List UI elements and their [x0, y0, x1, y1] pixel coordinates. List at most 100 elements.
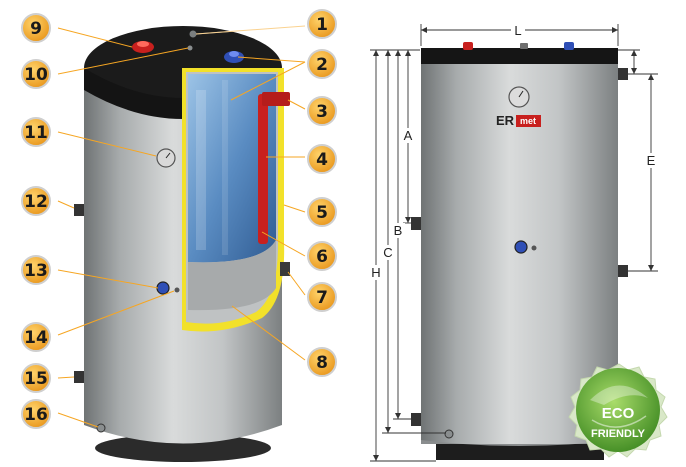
leader-10	[57, 47, 189, 75]
callout-2: 2	[307, 49, 337, 79]
callout-13-label: 13	[24, 261, 48, 281]
dim-label-c: C	[383, 245, 392, 260]
dimension-arrows	[373, 27, 654, 461]
arrow-a-top	[405, 50, 411, 56]
thermometer-needle	[165, 152, 171, 159]
dim-drain-icon	[444, 429, 454, 439]
water-reflection	[196, 90, 206, 250]
leader-6	[261, 231, 306, 257]
leader-16	[57, 412, 99, 428]
dim-label-b: B	[394, 223, 403, 238]
callout-3-label: 3	[316, 102, 328, 122]
bottom-dish	[188, 240, 276, 311]
dim-tank-bottom-edge	[421, 440, 618, 446]
callout-16-label: 16	[24, 405, 48, 425]
callout-10: 10	[21, 59, 51, 89]
callout-6-label: 6	[316, 247, 328, 267]
arrow-offset-bottom	[631, 68, 637, 74]
callout-14: 14	[21, 322, 51, 352]
water-reflection-2	[222, 80, 228, 255]
arrow-l-left	[421, 27, 427, 33]
heating-element	[258, 94, 268, 244]
tank-base	[95, 434, 271, 462]
callout-6: 6	[307, 241, 337, 271]
leader-12	[57, 200, 75, 209]
leader-15	[57, 376, 75, 379]
brand-suffix-bg	[516, 115, 541, 127]
callout-3: 3	[307, 96, 337, 126]
side-connection-12	[74, 204, 84, 216]
dimension-labels: L A B C H E	[369, 22, 658, 280]
callout-5: 5	[307, 197, 337, 227]
leader-14	[57, 290, 175, 336]
eco-badge-disc	[576, 368, 660, 452]
dim-hot-port-icon	[463, 42, 473, 50]
callout-9: 9	[21, 13, 51, 43]
eco-line1: ECO	[602, 405, 635, 422]
leader-lines	[57, 25, 306, 428]
arrow-l-right	[612, 27, 618, 33]
label-b-bg	[391, 223, 405, 238]
callout-8: 8	[307, 347, 337, 377]
anode-port-icon	[189, 30, 197, 38]
eco-leaf-swoosh-icon	[590, 385, 648, 405]
brand-suffix: met	[520, 116, 536, 126]
cutaway-tank	[74, 26, 290, 462]
leader-9	[57, 27, 133, 48]
label-a-bg	[401, 128, 415, 143]
eco-line2: FRIENDLY	[591, 428, 646, 440]
callout-4: 4	[307, 144, 337, 174]
leader-13	[57, 269, 159, 289]
callout-11-label: 11	[24, 123, 48, 143]
leader-2a	[237, 56, 306, 63]
callout-4-label: 4	[316, 150, 328, 170]
dim-tank-top-cap	[421, 48, 618, 64]
dim-cold-port-icon	[564, 42, 574, 50]
leader-2b	[230, 61, 306, 101]
callout-7-label: 7	[316, 288, 328, 308]
arrow-c-top	[385, 50, 391, 56]
water-volume	[188, 74, 276, 263]
leader-7	[287, 271, 306, 296]
dim-side-nozzle-top	[618, 68, 628, 80]
flange-bolt-icon	[174, 287, 180, 293]
dim-label-e: E	[647, 153, 656, 168]
arrow-offset-top	[631, 50, 637, 56]
callout-2-label: 2	[316, 55, 328, 75]
arrow-c-bottom	[385, 427, 391, 433]
eco-swoosh-line	[591, 415, 647, 428]
arrow-e-bottom	[648, 265, 654, 271]
drain-valve-icon	[96, 423, 106, 433]
label-l-bg	[511, 22, 525, 37]
callout-12-label: 12	[24, 192, 48, 212]
leader-8	[231, 305, 306, 361]
callout-15: 15	[21, 363, 51, 393]
leader-1-tint	[195, 25, 306, 35]
callout-7: 7	[307, 282, 337, 312]
dim-flange-bolt-icon	[531, 245, 537, 251]
dim-side-nozzle-right	[618, 265, 628, 277]
arrow-e-top	[648, 74, 654, 80]
callout-9-label: 9	[30, 19, 42, 39]
leader-11	[57, 131, 157, 157]
side-connection-right	[280, 262, 290, 276]
heater-flange	[262, 92, 290, 106]
callout-15-label: 15	[24, 369, 48, 389]
brand-prefix: ER	[496, 113, 515, 128]
dimension-lines	[370, 24, 658, 462]
dim-flange-icon	[514, 240, 528, 254]
callout-13: 13	[21, 255, 51, 285]
callout-14-label: 14	[24, 328, 48, 348]
dim-side-nozzle-a	[411, 217, 421, 230]
dim-center-port-icon	[520, 43, 528, 49]
eco-friendly-badge: ECO FRIENDLY	[568, 363, 668, 458]
label-h-bg	[369, 265, 383, 280]
arrow-h-bottom	[373, 455, 379, 461]
cold-port-highlight	[229, 51, 239, 57]
arrow-b-top	[395, 50, 401, 56]
dim-thermometer-needle	[518, 90, 524, 98]
callout-8-label: 8	[316, 353, 328, 373]
dim-side-nozzle-bottom	[411, 413, 421, 426]
callout-badges: 1 2 3 4 5 6 7 8 9 10 11 12 13 14 15 16	[21, 9, 337, 429]
